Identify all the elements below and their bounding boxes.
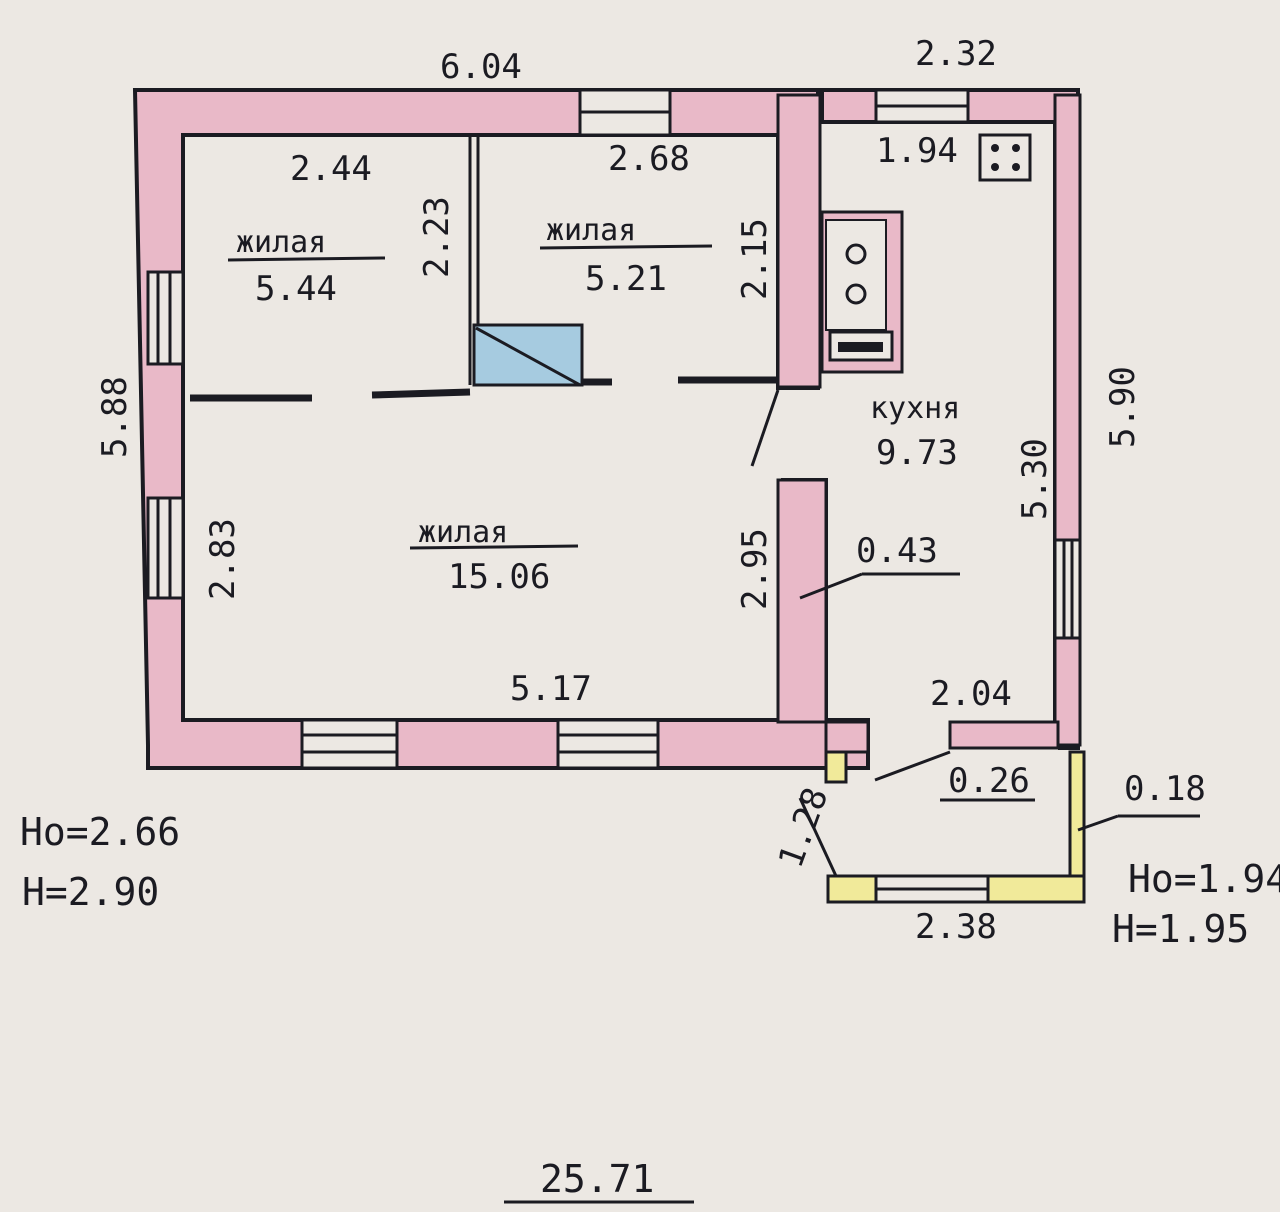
room-label: жилая 5.21 — [539, 213, 713, 299]
window — [578, 88, 672, 137]
window — [146, 270, 185, 366]
svg-text:5.21: 5.21 — [585, 259, 667, 299]
leader-line — [1077, 814, 1119, 832]
stove-icon — [978, 133, 1032, 182]
veranda-wall-line — [798, 797, 838, 877]
dim-left-inner: 2.83 — [203, 518, 243, 600]
svg-text:кухня: кухня — [870, 391, 960, 426]
partition-wall — [776, 93, 822, 389]
dim-wall-thickness: 0.43 — [856, 531, 938, 571]
window — [1053, 538, 1082, 640]
dim-veranda-width: 2.38 — [915, 907, 997, 947]
dim-veranda-wall: 0.18 — [1124, 769, 1206, 809]
svg-text:9.73: 9.73 — [876, 433, 958, 473]
outer-wall — [132, 88, 1080, 770]
door-swing — [874, 750, 951, 782]
room-label: жилая 5.44 — [227, 225, 386, 309]
window — [300, 718, 399, 770]
dim-kitchen-depth: 5.30 — [1015, 438, 1055, 520]
svg-text:жилая: жилая — [418, 515, 508, 550]
kitchen-right-wall — [1053, 93, 1082, 747]
door-jamb — [824, 720, 870, 754]
veranda-wall — [826, 874, 878, 904]
room-label: кухня 9.73 — [870, 391, 960, 473]
leader-line — [799, 572, 863, 600]
dim-veranda-side: 1.28 — [771, 782, 837, 873]
dim-kitchen-bottom: 2.04 — [930, 674, 1012, 714]
dim-room1-width: 2.44 — [290, 149, 372, 189]
dim-left-outer: 5.88 — [95, 376, 135, 458]
window — [874, 874, 990, 904]
inner-wall-line — [181, 135, 783, 722]
room-label: жилая 15.06 — [409, 515, 579, 597]
kitchen-bottom-wall — [948, 720, 1060, 750]
dim-partition: 2.95 — [735, 528, 775, 610]
svg-text:5.44: 5.44 — [255, 269, 337, 309]
height-note: Hо=2.66 — [20, 810, 180, 854]
total-area: 25.71 — [540, 1157, 654, 1201]
height-note: H=1.95 — [1112, 907, 1249, 951]
window — [146, 496, 185, 600]
dim-right-outer: 5.90 — [1103, 366, 1143, 448]
dim-kitchen-width: 1.94 — [876, 131, 958, 171]
door-swing — [750, 389, 780, 467]
dim-top-left: 6.04 — [440, 47, 522, 87]
dim-top-right: 2.32 — [915, 34, 997, 74]
height-note: Hо=1.94 — [1128, 857, 1280, 901]
dim-vestibule-wall: 0.26 — [948, 761, 1030, 801]
veranda-wall — [824, 750, 848, 784]
dim-room2-depth: 2.15 — [735, 218, 775, 300]
dim-room2-width: 2.68 — [608, 139, 690, 179]
oven-icon — [820, 210, 904, 374]
window — [874, 88, 970, 124]
window — [556, 718, 660, 770]
veranda-wall — [986, 874, 1086, 904]
partition-line — [371, 388, 471, 399]
dim-room1-depth: 2.23 — [417, 196, 457, 278]
dim-bottom-inner: 5.17 — [510, 669, 592, 709]
height-note: H=2.90 — [22, 870, 159, 914]
svg-text:жилая: жилая — [546, 213, 636, 248]
partition-wall-lower — [776, 478, 828, 724]
svg-text:жилая: жилая — [236, 225, 326, 260]
svg-text:15.06: 15.06 — [448, 557, 550, 597]
